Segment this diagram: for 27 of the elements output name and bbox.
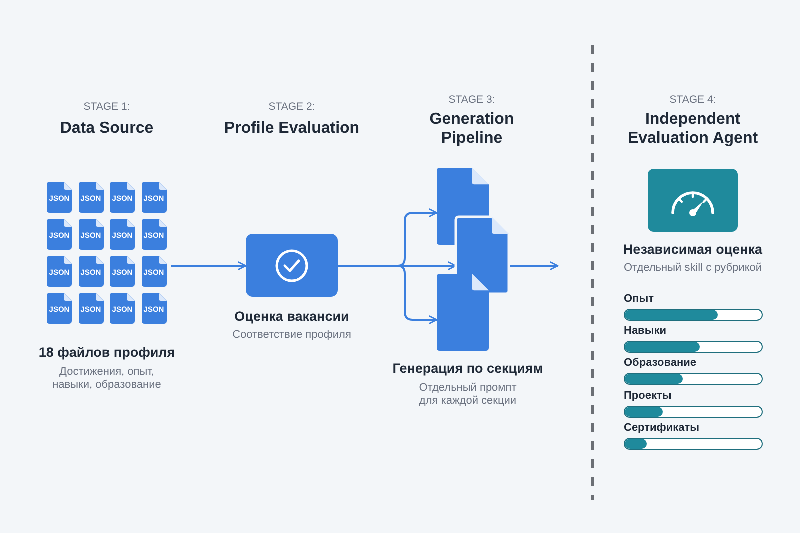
- rubric-label: Навыки: [624, 325, 666, 337]
- document-icon: [437, 274, 489, 351]
- stage-label: STAGE 2:: [268, 101, 316, 113]
- caption-text: Достижения, опыт, навыки, образование: [52, 366, 162, 392]
- arrow: [338, 265, 438, 324]
- rubric-label: Сертификаты: [624, 422, 700, 434]
- stage-title: Profile Evaluation: [223, 119, 361, 138]
- stage-label: STAGE 3:: [448, 94, 496, 106]
- rubric-label: Образование: [624, 357, 696, 369]
- caption-title: 18 файлов профиля: [38, 345, 176, 360]
- arrow: [171, 262, 247, 270]
- stage-title: Data Source: [59, 119, 155, 138]
- gauge-card: [648, 169, 738, 232]
- arrow: [509, 262, 559, 270]
- rubric-label: Опыт: [624, 293, 654, 305]
- caption-title: Оценка вакансии: [234, 309, 350, 324]
- stage-label: STAGE 4:: [668, 94, 718, 106]
- stage-title: Independent Evaluation Agent: [626, 110, 760, 148]
- checkmark-card: [246, 234, 338, 297]
- stage-title: Generation Pipeline: [428, 110, 516, 148]
- caption-text: Отдельный skill с рубрикой: [622, 262, 764, 275]
- caption-title: Генерация по секциям: [392, 361, 544, 376]
- caption-title: Независимая оценка: [622, 242, 764, 257]
- caption-text: Отдельный промпт для каждой секции: [418, 382, 518, 408]
- caption-text: Соответствие профиля: [232, 329, 352, 342]
- rubric-label: Проекты: [624, 390, 672, 402]
- stage-label: STAGE 1:: [82, 101, 132, 113]
